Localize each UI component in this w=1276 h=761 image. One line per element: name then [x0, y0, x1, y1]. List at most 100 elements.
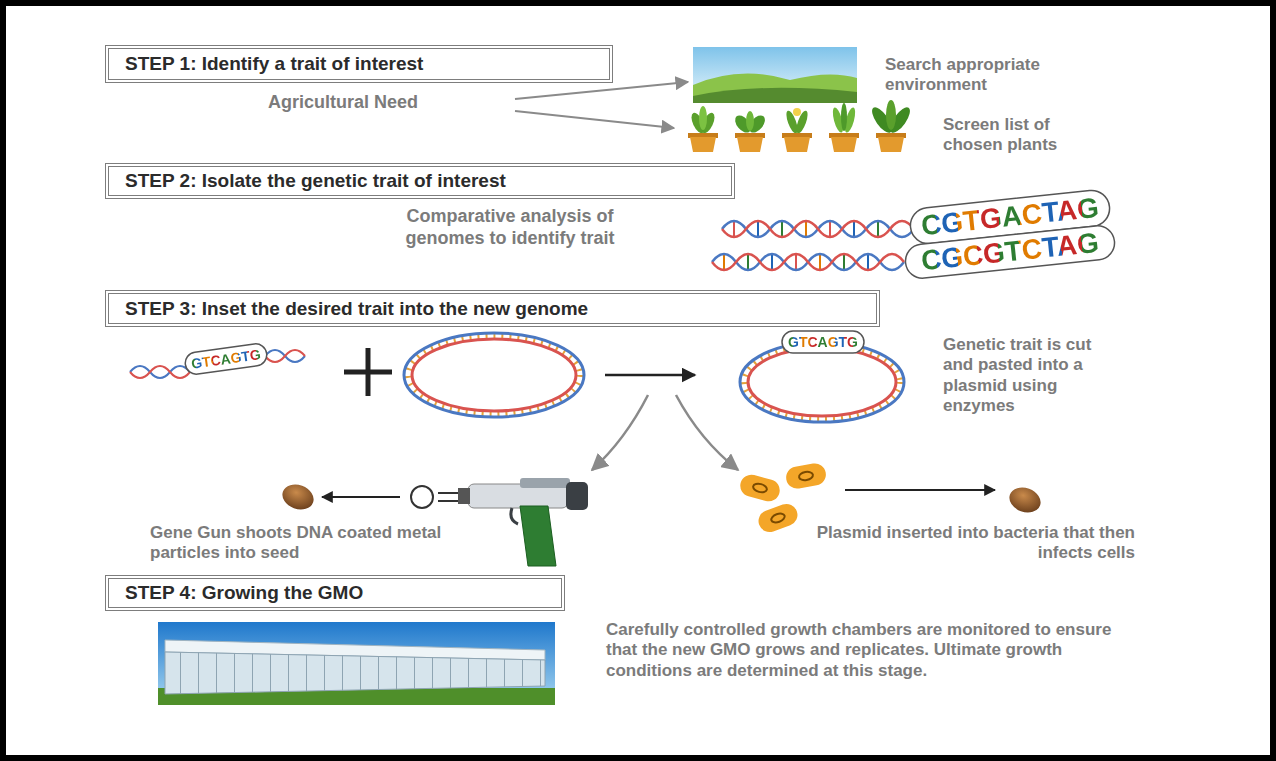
- step-title: STEP 4: Growing the GMO: [109, 582, 363, 604]
- caption-text: Plasmid inserted into bacteria that then…: [800, 523, 1135, 564]
- dna-helix: [747, 255, 749, 269]
- caption-text: Search appropriate environment: [885, 55, 1075, 96]
- need-label: Agricultural Need: [268, 92, 418, 114]
- bacteria: [1006, 483, 1044, 516]
- dna-helix: [805, 222, 807, 236]
- gene-gun: [566, 482, 588, 510]
- potted-plants: [732, 111, 768, 152]
- bacteria: [738, 472, 782, 504]
- dna-sequence: GTCAGTG: [784, 331, 862, 353]
- bacteria: [752, 482, 768, 493]
- landscape-picture: [693, 47, 857, 103]
- potted-plants: [688, 106, 718, 152]
- greenhouse-picture: [158, 622, 555, 705]
- greenhouse-picture: [165, 652, 545, 694]
- dna-fragment: [130, 342, 305, 378]
- dna-helix: [712, 189, 1116, 280]
- gene-gun: [511, 508, 518, 524]
- bacteria: [845, 489, 995, 491]
- dna-fragment: [130, 366, 190, 378]
- potted-plants: [784, 137, 810, 152]
- dna-helix: [819, 255, 821, 269]
- branch-arrows: [676, 395, 738, 470]
- bacteria: [755, 501, 800, 535]
- potted-plants: [886, 100, 896, 130]
- dna-fragment: [265, 350, 305, 362]
- landscape-picture: [693, 47, 857, 103]
- branch-arrows: [592, 395, 738, 470]
- step-header: STEP 4: Growing the GMO: [105, 575, 565, 611]
- caption-text: Comparative analysis of genomes to ident…: [370, 206, 650, 249]
- bacteria: [755, 501, 800, 535]
- dna-helix: [723, 255, 725, 269]
- dna-fragment: [130, 366, 190, 378]
- bacteria: [798, 471, 813, 481]
- recombinant-plasmid: [748, 348, 896, 416]
- gene-gun: [279, 480, 317, 513]
- gene-gun: [520, 506, 556, 566]
- potted-plants: [878, 137, 904, 152]
- dna-helix: [733, 222, 735, 236]
- bacteria: [784, 462, 827, 491]
- dna-helix: [771, 255, 773, 269]
- dna-helix: [712, 254, 904, 270]
- dna-helix: [781, 222, 783, 236]
- dna-helix: [722, 221, 914, 237]
- potted-plants: [699, 106, 707, 130]
- gene-gun: [520, 478, 570, 488]
- step-header: STEP 2: Isolate the genetic trait of int…: [105, 163, 735, 199]
- dna-fragment: [184, 342, 268, 375]
- landscape-picture: [693, 88, 857, 103]
- need-arrows: [515, 82, 688, 128]
- gene-gun: [279, 478, 588, 566]
- dna-helix: [877, 222, 879, 236]
- gene-gun: [322, 496, 400, 498]
- plus-sign: [366, 348, 371, 396]
- dna-helix: [757, 222, 759, 236]
- potted-plants: [690, 137, 716, 152]
- potted-plants: [737, 137, 763, 152]
- caption-text: Gene Gun shoots DNA coated metal particl…: [150, 523, 470, 564]
- potted-plants: [746, 111, 754, 131]
- step-header: STEP 3: Inset the desired trait into the…: [105, 290, 880, 327]
- bacteria: [784, 462, 827, 491]
- dna-helix: [795, 255, 797, 269]
- landscape-picture: [693, 74, 857, 103]
- branch-arrows: [592, 395, 648, 470]
- need-arrows: [515, 111, 674, 128]
- recombinant-plasmid: [782, 331, 864, 353]
- plasmid: [408, 336, 580, 414]
- step-title: STEP 2: Isolate the genetic trait of int…: [109, 170, 506, 192]
- caption-text: Screen list of chosen plants: [943, 115, 1113, 156]
- recombinant-plasmid: [740, 331, 904, 422]
- potted-plants: [841, 103, 847, 131]
- caption-text: Genetic trait is cut and pasted into a p…: [943, 335, 1108, 417]
- step-title: STEP 1: Identify a trait of interest: [109, 53, 423, 75]
- plasmid: [412, 339, 576, 411]
- process-arrow: [605, 374, 695, 377]
- gene-gun: [411, 486, 433, 508]
- potted-plants: [688, 100, 914, 152]
- plasmid: [404, 333, 584, 417]
- dna-helix: [843, 255, 845, 269]
- dna-fragment: [265, 350, 305, 362]
- description-text: Carefully controlled growth chambers are…: [606, 620, 1136, 681]
- potted-plants: [793, 108, 801, 116]
- potted-plants: [829, 103, 859, 152]
- step-header: STEP 1: Identify a trait of interest: [105, 45, 613, 83]
- greenhouse-picture: [158, 622, 555, 705]
- potted-plants: [782, 108, 812, 152]
- potted-plants: [831, 137, 857, 152]
- bacteria: [738, 472, 782, 504]
- need-arrows: [515, 82, 688, 99]
- gene-gun: [458, 488, 470, 504]
- plasmid: [404, 333, 584, 417]
- dna-helix: [867, 255, 869, 269]
- dna-sequence: GTCAGTG: [185, 343, 267, 376]
- recombinant-plasmid: [744, 345, 900, 419]
- dna-helix: [829, 222, 831, 236]
- dna-helix: [712, 254, 904, 270]
- plus-sign: [344, 348, 392, 396]
- step-title: STEP 3: Inset the desired trait into the…: [109, 298, 588, 320]
